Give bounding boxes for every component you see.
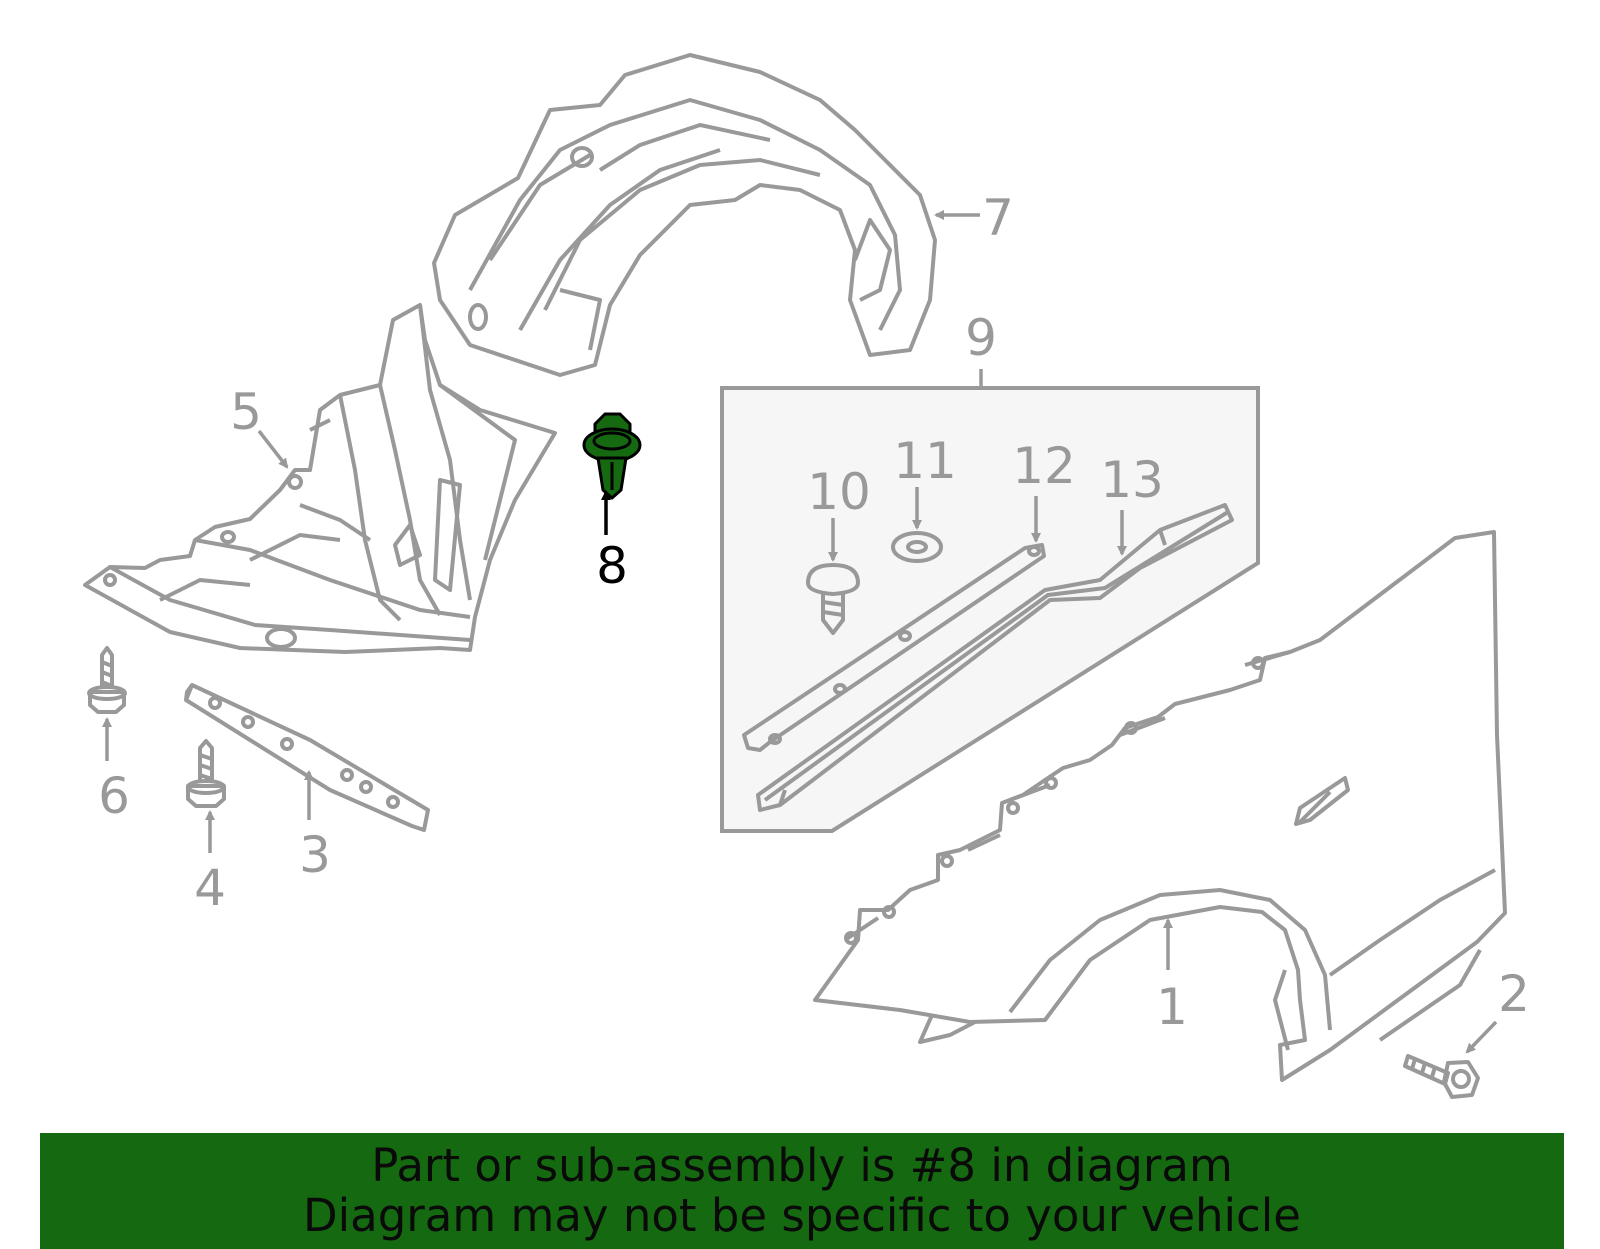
callout-1: 1 — [1156, 978, 1188, 1036]
callout-8: 8 — [596, 537, 628, 595]
callout-4: 4 — [194, 859, 226, 917]
banner-line-2: Diagram may not be specific to your vehi… — [303, 1189, 1301, 1242]
rail-part-13 — [756, 503, 1234, 812]
info-banner: Part or sub-assembly is #8 in diagram Di… — [40, 1133, 1564, 1249]
banner-line-1: Part or sub-assembly is #8 in diagram — [371, 1139, 1233, 1192]
callout-2: 2 — [1498, 965, 1530, 1023]
washer-part-11 — [891, 531, 943, 563]
callout-5: 5 — [230, 383, 262, 441]
callout-10: 10 — [807, 463, 871, 521]
bolt-part-6 — [87, 646, 127, 714]
bolt-part-2 — [1403, 1054, 1480, 1099]
callout-12: 12 — [1012, 437, 1076, 495]
kit-box-part-9 — [720, 386, 1260, 833]
clip-part-8 — [582, 412, 642, 500]
bolt-part-4 — [186, 739, 226, 808]
fender-part-1 — [813, 530, 1507, 1082]
screw-part-10 — [806, 563, 860, 635]
callout-3: 3 — [299, 826, 331, 884]
fender-liner-part-7 — [432, 53, 937, 377]
callout-11: 11 — [893, 432, 957, 490]
callout-7: 7 — [982, 189, 1014, 247]
callout-9: 9 — [965, 309, 997, 367]
bracket-part-3 — [184, 683, 430, 832]
callout-13: 13 — [1100, 451, 1164, 509]
leader-arrows — [102, 210, 1498, 1054]
callout-6: 6 — [98, 767, 130, 825]
splash-shield-part-5 — [83, 303, 557, 654]
seal-strip-part-12 — [742, 543, 1046, 752]
